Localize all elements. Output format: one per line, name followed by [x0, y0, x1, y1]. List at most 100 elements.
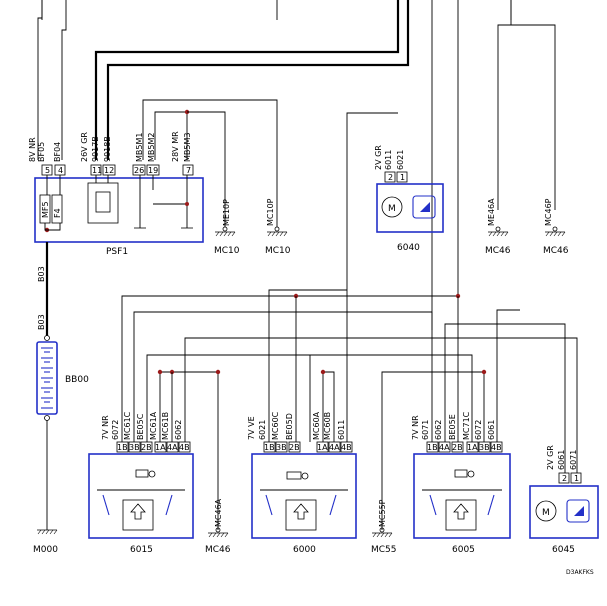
psf1-wire-bf04: BF04: [53, 142, 62, 162]
switch-6015: 7V NR 6072 MC61C BE05C MC61A MC61B 6062 …: [88, 411, 194, 555]
grounds: M000 ME10P MC10 MC10P MC10 ME46A MC46 MC…: [33, 198, 569, 555]
switch-6005-pin-5: 4B: [491, 443, 502, 452]
switch-6015-wire-0: 6072: [111, 420, 120, 440]
motor-6045-pin-1: 1: [574, 474, 579, 483]
switch-6015-pin-4: 4A: [167, 443, 178, 452]
switch-6015-wire-5: 6062: [174, 420, 183, 440]
psf1-wiring: [142, 99, 398, 290]
motor-6040-pin-2: 2: [388, 173, 393, 182]
bb00-battery: BB00: [36, 335, 89, 530]
switch-6000-pin-5: 4B: [341, 443, 352, 452]
switch-6005-pin-3: 1A: [467, 443, 478, 452]
psf1-wire-mb5m1: MB5M1: [135, 133, 144, 162]
psf1-wire-bf05: BF05: [37, 142, 46, 162]
switch-6005-wire-0: 6071: [421, 420, 430, 440]
switch-6000-pin-0: 1B: [264, 443, 275, 452]
ground-mc10-label-a: MC10: [214, 246, 240, 256]
switch-6000-wire-1: MC60C: [271, 411, 280, 440]
switch-6005-wire-4: 6072: [474, 420, 483, 440]
psf1-pin-11: 11: [92, 166, 102, 175]
psf1-pin-12: 12: [104, 166, 114, 175]
switch-6000: 7V VE 6021 MC60C BE05D MC60A MC60B 6011 …: [247, 411, 357, 555]
switch-6000-wire-3: MC60A: [312, 411, 321, 440]
switch-6000-wire-4: MC60B: [323, 412, 332, 440]
ground-mc10p: MC10P MC10: [265, 198, 291, 256]
switch-wiring: [121, 289, 578, 530]
psf1-wire-mb5m3: MB5M3: [183, 133, 192, 162]
ground-me46a-wire: ME46A: [487, 198, 496, 226]
diagram-reference: D3AKFKS: [566, 569, 594, 576]
psf1-pin-26: 26: [134, 166, 144, 175]
switch-6005-header: 7V NR: [411, 415, 420, 440]
motor-6045-symbol: M: [542, 508, 550, 518]
switch-6005-name: 6005: [452, 545, 475, 555]
switch-6015-pin-1: 3B: [129, 443, 140, 452]
b03-label-lower: B03: [37, 314, 46, 330]
motor-6040-pin-1: 1: [400, 173, 405, 182]
switch-6005-wire-1: 6062: [434, 420, 443, 440]
ground-mc46p-wire: MC46P: [544, 198, 553, 226]
motor-6040-symbol: M: [388, 204, 396, 214]
ground-mc46-label-c: MC46: [205, 545, 231, 555]
switch-6005-wire-2: BE05E: [448, 414, 457, 440]
switch-6015-wire-1: MC61C: [123, 411, 132, 440]
ground-m000-label: M000: [33, 545, 58, 555]
ground-mc55p: MC55P MC55: [371, 499, 397, 555]
psf1-pin-7: 7: [186, 166, 191, 175]
psf1-fuse-mf5: MF5: [41, 201, 50, 218]
psf1-wire-mb5m2: MB5M2: [147, 133, 156, 162]
switch-6015-pin-3: 1A: [155, 443, 166, 452]
switch-6015-name: 6015: [130, 545, 153, 555]
psf1-name: PSF1: [106, 247, 128, 257]
motor-6040-wire-6021: 6021: [396, 150, 405, 170]
switch-6015-pin-5: 4B: [179, 443, 190, 452]
motor-6045: 2V GR 6061 6071 2 1 M 6045: [529, 445, 599, 555]
bb00-name: BB00: [65, 375, 89, 385]
ground-m000: M000: [33, 529, 58, 555]
switch-6005-pin-4: 3B: [479, 443, 490, 452]
switch-6015-pin-2: 2B: [141, 443, 152, 452]
ground-mc46-label-b: MC46: [543, 246, 569, 256]
switch-6005-pin-2: 2B: [452, 443, 463, 452]
motor-6040-wire-6011: 6011: [384, 150, 393, 170]
psf1-wire-9017b: 9017B: [91, 136, 100, 162]
motor-6040-name: 6040: [397, 243, 420, 253]
switch-6015-pin-0: 1B: [117, 443, 128, 452]
motor-6045-pin-2: 2: [562, 474, 567, 483]
psf1-pin-4: 4: [58, 166, 63, 175]
ground-mc46-label-a: MC46: [485, 246, 511, 256]
switch-6015-wire-4: MC61B: [161, 412, 170, 440]
ground-mc46a-wire: MC46A: [214, 498, 223, 527]
switch-6015-header: 7V NR: [101, 415, 110, 440]
motor-6045-wire-6061: 6061: [557, 450, 566, 470]
motor-6045-header: 2V GR: [546, 445, 555, 470]
switch-6000-wire-2: BE05D: [285, 413, 294, 440]
psf1-pin-19: 19: [148, 166, 158, 175]
switch-6005: 7V NR 6071 6062 BE05E MC71C 6072 6061 1B…: [411, 411, 511, 555]
switch-6000-header: 7V VE: [247, 416, 256, 440]
switch-6000-pin-1: 3B: [276, 443, 287, 452]
switch-6000-wire-0: 6021: [258, 420, 267, 440]
switch-6000-pin-4: 4A: [329, 443, 340, 452]
motor-6040-header: 2V GR: [374, 145, 383, 170]
b03-label-upper: B03: [37, 266, 46, 282]
motor-6045-name: 6045: [552, 545, 575, 555]
ground-me10p-wire: ME10P: [222, 199, 231, 226]
ground-me10p: ME10P MC10: [214, 199, 240, 256]
switch-6005-wire-5: 6061: [487, 420, 496, 440]
ground-me46a: ME46A MC46: [485, 198, 511, 256]
switch-6005-pin-0: 1B: [427, 443, 438, 452]
switch-6005-pin-1: 4A: [439, 443, 450, 452]
psf1-fuse-f4: F4: [53, 208, 62, 218]
switch-6015-wire-3: MC61A: [149, 411, 158, 440]
psf1-wire-9018b: 9018B: [103, 136, 112, 162]
psf1-header2: 26V GR: [80, 132, 89, 162]
psf1-pin-5: 5: [45, 166, 50, 175]
b03-wire: B03 B03: [37, 242, 49, 336]
switch-6000-wire-5: 6011: [337, 420, 346, 440]
psf1-header3: 28V MR: [171, 131, 180, 162]
switch-6005-wire-3: MC71C: [462, 411, 471, 440]
switch-6000-pin-2: 2B: [289, 443, 300, 452]
switch-6000-name: 6000: [293, 545, 316, 555]
